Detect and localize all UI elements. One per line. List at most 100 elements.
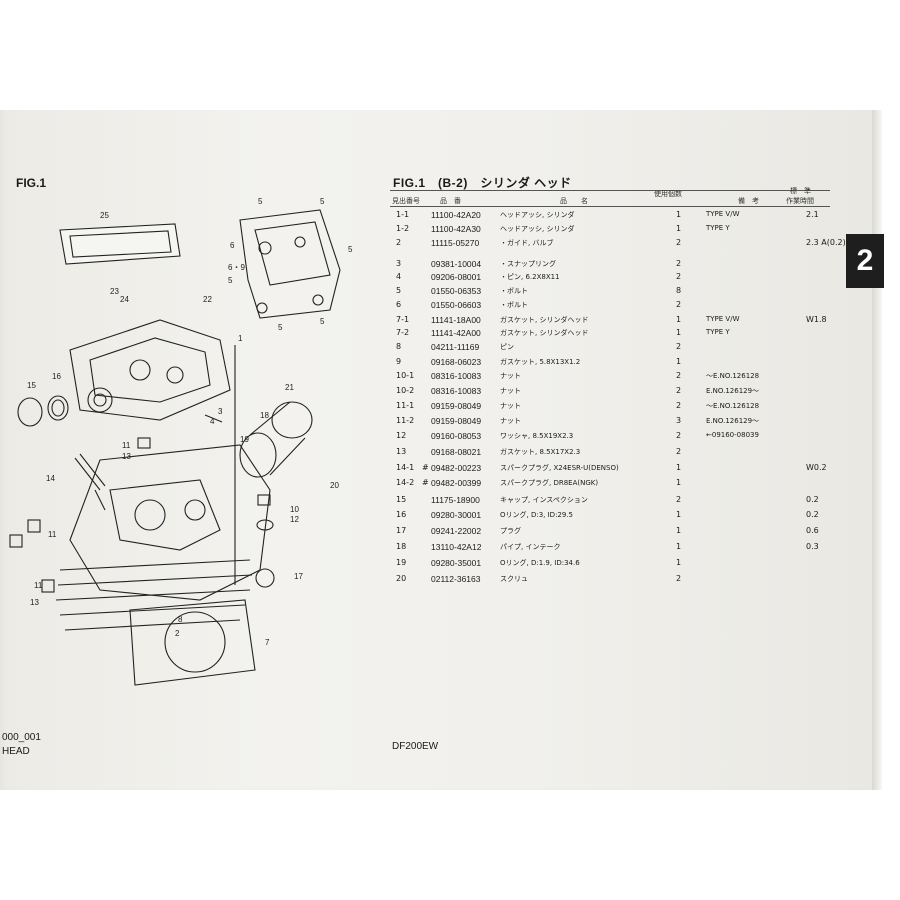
qty-cell: 2 [676, 300, 682, 309]
qty-cell: 1 [676, 478, 682, 487]
description-cell: キャップ, インスペクション [500, 496, 588, 504]
svg-text:23: 23 [110, 287, 119, 296]
remarks-cell: ～E.NO.126128 [706, 402, 760, 410]
header-time: 作業時間 [786, 197, 814, 205]
header-ref-no: 見出番号 [392, 197, 420, 205]
ref-no-cell: 15 [396, 495, 407, 504]
description-cell: ワッシャ, 8.5X19X2.3 [500, 432, 574, 440]
description-cell: ナット [500, 372, 521, 380]
svg-text:18: 18 [260, 411, 269, 420]
description-cell: Oリング, D:1.9, ID:34.6 [500, 559, 580, 567]
svg-text:5: 5 [278, 323, 283, 332]
remarks-cell: E.NO.126129～ [706, 387, 760, 395]
part-number-cell: 11115-05270 [431, 238, 480, 248]
qty-cell: 2 [676, 386, 682, 395]
part-number-cell: 09168-06023 [431, 357, 482, 367]
qty-cell: 2 [676, 238, 682, 247]
qty-cell: 1 [676, 328, 682, 337]
description-cell: ・ガイド, バルブ [500, 239, 554, 247]
qty-cell: 2 [676, 401, 682, 410]
ref-no-cell: 13 [396, 447, 407, 456]
page-edge [872, 110, 882, 800]
qty-cell: 2 [676, 272, 682, 281]
part-number-cell: 09241-22002 [431, 526, 482, 536]
qty-cell: 1 [676, 357, 682, 366]
ref-no-cell: 7-2 [396, 328, 410, 337]
svg-text:5: 5 [320, 197, 325, 206]
part-number-cell: 04211-11169 [431, 342, 480, 352]
header-description: 品 名 [560, 197, 588, 205]
part-number-cell: 09159-08049 [431, 401, 482, 411]
ref-no-cell: 8 [396, 342, 402, 351]
svg-text:17: 17 [294, 572, 303, 581]
svg-text:5: 5 [228, 276, 233, 285]
qty-cell: 3 [676, 416, 682, 425]
description-cell: ナット [500, 402, 521, 410]
svg-text:6: 6 [230, 241, 235, 250]
part-number-cell: 09160-08053 [431, 431, 482, 441]
description-cell: ガスケット, 8.5X17X2.3 [500, 448, 581, 456]
qty-cell: 1 [676, 463, 682, 472]
part-number-cell: 08316-10083 [431, 371, 482, 381]
part-number-cell: 09280-30001 [431, 510, 482, 520]
ref-no-cell: 14-2 [396, 478, 415, 487]
description-cell: ・スナップリング [500, 260, 556, 268]
header-qty: 使用個数 [654, 190, 682, 198]
ref-no-cell: 11-1 [396, 401, 415, 410]
svg-text:15: 15 [27, 381, 36, 390]
ref-no-cell: 1-1 [396, 210, 410, 219]
svg-text:3: 3 [218, 407, 223, 416]
description-cell: ガスケット, シリンダヘッド [500, 329, 589, 337]
remarks-cell: TYPE Y [706, 224, 730, 232]
ref-no-cell: 10-1 [396, 371, 415, 380]
qty-cell: 2 [676, 447, 682, 456]
labor-time-cell: 2.3 A(0.2) [806, 238, 846, 247]
svg-text:8: 8 [178, 615, 183, 624]
part-number-cell: 09482-00399 [431, 478, 482, 488]
svg-text:1: 1 [238, 334, 243, 343]
remarks-cell: ←09160-08039 [706, 431, 759, 439]
qty-cell: 1 [676, 526, 682, 535]
labor-time-cell: 0.6 [806, 526, 819, 535]
description-cell: ・ピン, 6.2X8X11 [500, 273, 560, 281]
qty-cell: 2 [676, 342, 682, 351]
description-cell: ナット [500, 387, 521, 395]
qty-cell: 1 [676, 558, 682, 567]
svg-text:14: 14 [46, 474, 55, 483]
header-rule-top [390, 190, 830, 191]
part-number-cell: 11141-18A00 [431, 315, 481, 325]
header-std: 標 準 [790, 187, 811, 195]
svg-text:5: 5 [320, 317, 325, 326]
description-cell: ピン [500, 343, 514, 351]
part-number-cell: 01550-06603 [431, 300, 482, 310]
part-number-cell: 02112-36163 [431, 574, 481, 584]
description-cell: ヘッドアッシ, シリンダ [500, 211, 575, 219]
background-top [0, 0, 900, 118]
ref-no-cell: 1-2 [396, 224, 410, 233]
part-number-cell: 09206-08001 [431, 272, 482, 282]
section-tab: 2 [846, 234, 884, 288]
description-cell: プラグ [500, 527, 521, 535]
ref-no-cell: 12 [396, 431, 407, 440]
description-cell: スパークプラグ, DR8EA(NGK) [500, 479, 599, 487]
svg-text:13: 13 [30, 598, 39, 607]
qty-cell: 8 [676, 286, 682, 295]
left-footer-code: 000_001 [2, 732, 41, 743]
description-cell: ・ボルト [500, 287, 528, 295]
ref-no-cell: 3 [396, 259, 402, 268]
description-cell: パイプ, インテーク [500, 543, 561, 551]
ref-no-cell: 14-1 [396, 463, 415, 472]
svg-text:6・9: 6・9 [228, 263, 245, 272]
labor-time-cell: 2.1 [806, 210, 819, 219]
